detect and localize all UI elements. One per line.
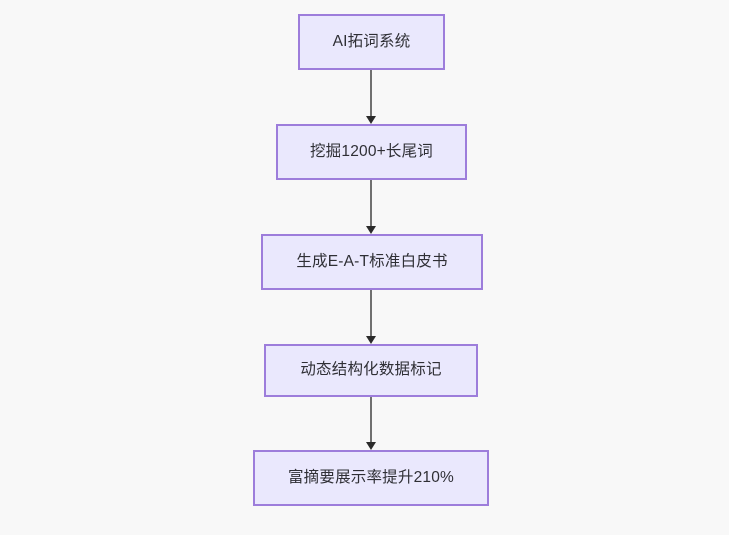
- flowchart-edge-3-to-4: [364, 290, 378, 344]
- edge-line: [370, 70, 372, 116]
- flowchart-node-4[interactable]: 动态结构化数据标记: [264, 344, 478, 397]
- flowchart-node-5[interactable]: 富摘要展示率提升210%: [253, 450, 489, 506]
- node-label: AI拓词系统: [332, 32, 411, 50]
- flowchart-node-1[interactable]: AI拓词系统: [298, 14, 445, 70]
- flowchart-edge-1-to-2: [364, 70, 378, 124]
- edge-line: [370, 290, 372, 336]
- edge-line: [370, 397, 372, 442]
- flowchart-edge-4-to-5: [364, 397, 378, 450]
- node-label: 富摘要展示率提升210%: [287, 468, 455, 486]
- arrow-head-icon: [366, 336, 376, 344]
- flowchart-edge-2-to-3: [364, 180, 378, 234]
- node-label: 动态结构化数据标记: [300, 361, 442, 379]
- arrow-head-icon: [366, 226, 376, 234]
- arrow-head-icon: [366, 442, 376, 450]
- flowchart-node-2[interactable]: 挖掘1200+长尾词: [276, 124, 467, 180]
- arrow-head-icon: [366, 116, 376, 124]
- node-label: 生成E-A-T标准白皮书: [296, 252, 448, 270]
- node-label: 挖掘1200+长尾词: [309, 142, 434, 160]
- flowchart-node-3[interactable]: 生成E-A-T标准白皮书: [261, 234, 483, 290]
- edge-line: [370, 180, 372, 226]
